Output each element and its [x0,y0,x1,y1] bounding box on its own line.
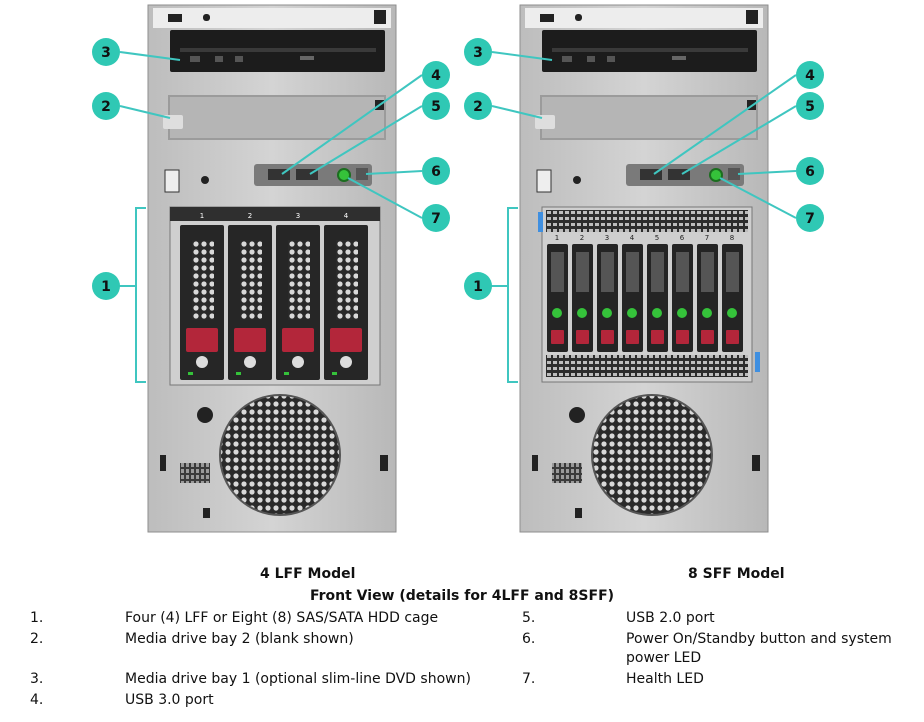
sff-drive-bay: 4 [622,234,643,352]
legend-item: 5. USB 2.0 port [522,609,912,629]
legend-number: 5. [522,610,536,626]
callout-2: 2 [92,92,120,120]
model-title-8sff: 8 SFF Model [688,566,785,582]
callout-number: 5 [805,99,815,115]
legend-item: 2. Media drive bay 2 (blank shown) [30,630,500,650]
power-button-icon [728,168,740,180]
callout-3: 3 [92,38,120,66]
model-title-4lff: 4 LFF Model [260,566,356,582]
legend-number: 7. [522,671,536,687]
callout-number: 5 [431,99,441,115]
legend-item: 1. Four (4) LFF or Eight (8) SAS/SATA HD… [30,609,500,629]
bay-number: 4 [630,234,635,242]
cage-bracket-right [490,207,518,383]
sff-drive-bay: 8 [722,234,743,352]
callout-number: 6 [431,164,441,180]
fan-grille [591,394,713,516]
callout-6: 6 [422,157,450,185]
fan-grille [219,394,341,516]
callout-1: 1 [92,272,120,300]
sff-drive-bay: 2 [572,234,593,352]
callout-number: 2 [473,99,483,115]
legend-text: Power On/Standby button and system power… [626,631,892,666]
bay-number: 6 [680,234,685,242]
bay-number: 1 [555,234,559,242]
leader-lines [119,51,797,219]
bay-number: 2 [248,212,252,220]
callout-7: 7 [796,204,824,232]
legend-item: 4. USB 3.0 port [30,691,500,711]
health-led-icon [337,168,351,182]
server-diagram: 1 2 3 4 1 2 3 4 5 6 [92,4,824,533]
health-led-icon [709,168,723,182]
bay-number: 4 [344,212,349,220]
bay-number: 3 [296,212,300,220]
bay-number: 8 [730,234,734,242]
legend-text: Four (4) LFF or Eight (8) SAS/SATA HDD c… [125,610,439,626]
legend-text: Health LED [626,671,704,687]
callout-number: 4 [805,68,815,84]
legend-number: 3. [30,671,44,687]
bay-number: 7 [705,234,709,242]
server-4lff: 1 2 3 4 [147,4,397,533]
legend-number: 6. [522,631,536,647]
callout-number: 4 [431,68,441,84]
callout-1: 1 [464,272,492,300]
sff-drive-bay: 3 [597,234,618,352]
legend-item: 3. Media drive bay 1 (optional slim-line… [30,670,500,690]
sff-drive-bay: 7 [697,234,718,352]
legend-number: 4. [30,692,44,708]
bay-number: 1 [200,212,204,220]
callout-7: 7 [422,204,450,232]
callout-2: 2 [464,92,492,120]
callout-5: 5 [422,92,450,120]
sff-drive-bay: 6 [672,234,693,352]
callout-number: 2 [101,99,111,115]
legend-item: 6. Power On/Standby button and system po… [522,630,912,670]
bay-number: 3 [605,234,609,242]
callout-number: 1 [101,279,111,295]
bay-number: 2 [580,234,584,242]
callout-number: 3 [473,45,483,61]
legend-number: 1. [30,610,44,626]
server-8sff: 1 2 3 4 5 6 7 8 [519,4,769,533]
callout-4: 4 [796,61,824,89]
cage-bracket-left [118,207,146,383]
callout-4: 4 [422,61,450,89]
callout-number: 7 [431,211,441,227]
sff-drive-bay: 1 [547,234,568,352]
front-view-title: Front View (details for 4LFF and 8SFF) [309,588,615,604]
sff-drive-bay: 5 [647,234,668,352]
lff-drive-bay: 2 [228,212,272,380]
callout-3: 3 [464,38,492,66]
legend-text: Media drive bay 1 (optional slim-line DV… [125,671,471,687]
callout-number: 1 [473,279,483,295]
callout-6: 6 [796,157,824,185]
callout-number: 6 [805,164,815,180]
lff-drive-bay: 1 [180,212,224,380]
legend-item: 7. Health LED [522,670,912,690]
callout-number: 7 [805,211,815,227]
callout-5: 5 [796,92,824,120]
legend-text: USB 3.0 port [125,692,214,708]
legend-number: 2. [30,631,44,647]
callout-badges: 1 1 2 2 3 3 4 4 5 5 6 6 7 7 [92,38,824,300]
lff-drive-bay: 3 [276,212,320,380]
bay-number: 5 [655,234,659,242]
power-button-icon [356,168,368,180]
callout-number: 3 [101,45,111,61]
lff-drive-bay: 4 [324,212,368,380]
legend-text: Media drive bay 2 (blank shown) [125,631,354,647]
legend-text: USB 2.0 port [626,610,715,626]
